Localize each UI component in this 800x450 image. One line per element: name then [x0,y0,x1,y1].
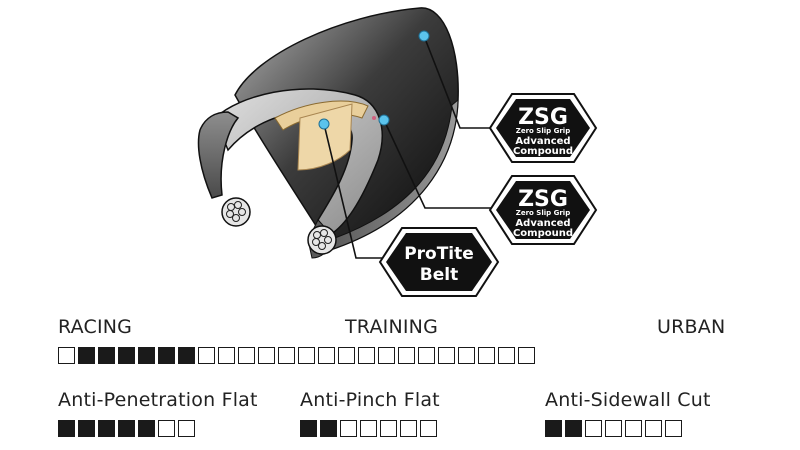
protection-rating-box [118,420,135,437]
protection-label-sidewall: Anti-Sidewall Cut [545,389,711,411]
protection-rating-box [400,420,417,437]
protection-rating-box [380,420,397,437]
protection-rating-box [565,420,582,437]
usage-scale-box [178,347,195,364]
usage-scale-box [258,347,275,364]
usage-scale-box [218,347,235,364]
protection-rating-box [158,420,175,437]
zsg-badge-sidewall-title: ZSG [518,187,568,212]
zsg-badge-tread-subtitle: Zero Slip Grip [516,127,570,135]
protection-rating-penetration [58,420,195,437]
protection-rating-pinch [300,420,437,437]
zsg-badge-tread-title: ZSG [518,105,568,130]
usage-scale-box [318,347,335,364]
tire-bead-left [221,197,251,227]
scale-label-urban: URBAN [657,316,726,338]
usage-scale-box [78,347,95,364]
usage-scale-box [98,347,115,364]
protection-rating-box [340,420,357,437]
usage-scale-box [438,347,455,364]
usage-scale-box [378,347,395,364]
protection-rating-box [300,420,317,437]
usage-scale-box [458,347,475,364]
tire-sidewall-right [329,98,459,251]
zsg-badge-tread: ZSG Zero Slip Grip Advanced Compound [488,93,598,163]
protection-rating-box [625,420,642,437]
protection-rating-box [360,420,377,437]
protection-rating-box [585,420,602,437]
leader-line-sidewall [383,119,492,209]
protection-rating-box [605,420,622,437]
zsg-badge-sidewall: ZSG Zero Slip Grip Advanced Compound [488,175,598,245]
protection-rating-box [98,420,115,437]
belt-marker-dot [318,118,330,130]
tire-sidewall-left [197,111,240,199]
leader-line-tread [423,35,492,129]
zsg-badge-sidewall-subtitle: Zero Slip Grip [516,209,570,217]
usage-scale-box [338,347,355,364]
scale-label-training: TRAINING [345,316,438,338]
protite-belt-line2: Belt [420,265,458,285]
usage-scale-bar [58,347,535,364]
usage-scale-box [518,347,535,364]
protection-label-pinch: Anti-Pinch Flat [300,389,440,411]
protection-rating-box [58,420,75,437]
protite-belt-badge: ProTite Belt [378,227,500,297]
protection-rating-box [138,420,155,437]
protection-rating-box [320,420,337,437]
protection-rating-box [665,420,682,437]
zsg-badge-sidewall-line4: Compound [513,228,573,239]
protection-rating-box [178,420,195,437]
protection-rating-box [645,420,662,437]
tire-cutaway-diagram: ZSG Zero Slip Grip Advanced Compound ZSG… [197,7,598,297]
usage-scale-box [498,347,515,364]
protection-label-penetration: Anti-Penetration Flat [58,389,258,411]
usage-scale-box [298,347,315,364]
usage-scale-box [118,347,135,364]
protection-rating-box [78,420,95,437]
zsg-badge-tread-line3: Advanced [515,136,570,147]
usage-scale-box [478,347,495,364]
belt-stripe [297,103,353,171]
usage-scale-box [398,347,415,364]
tread-marker-dot [418,30,430,42]
scale-label-racing: RACING [58,316,133,338]
usage-scale-box [278,347,295,364]
zsg-badge-sidewall-line3: Advanced [515,218,570,229]
protection-rating-box [420,420,437,437]
zsg-badge-tread-line4: Compound [513,146,573,157]
protection-rating-sidewall [545,420,682,437]
usage-scale-box [138,347,155,364]
leader-line-belt [323,123,384,259]
usage-scale-box [358,347,375,364]
usage-scale-box [58,347,75,364]
protection-rating-box [545,420,562,437]
usage-scale-box [198,347,215,364]
sidewall-marker-dot [378,114,390,126]
tire-bead-right [307,225,337,255]
usage-scale-box [418,347,435,364]
usage-scale-box [238,347,255,364]
usage-scale-box [158,347,175,364]
protite-belt-line1: ProTite [404,244,474,264]
pink-marker-dot [372,116,376,120]
